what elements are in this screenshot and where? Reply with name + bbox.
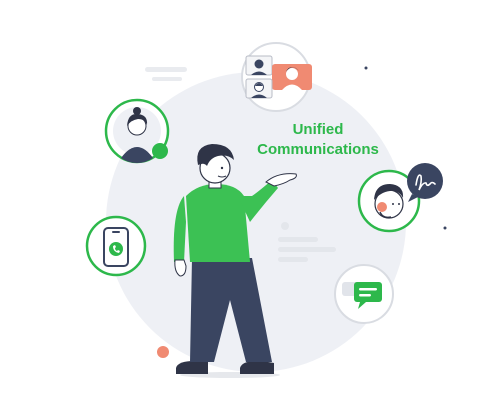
headline: Unified Communications	[233, 120, 403, 160]
decor-bar	[278, 247, 336, 252]
contact-avatar-icon	[104, 98, 170, 164]
chat-message-icon	[334, 264, 394, 324]
headline-line-2: Communications	[257, 141, 379, 158]
support-agent-icon	[357, 169, 421, 233]
decor-bar	[145, 67, 187, 72]
decor-dot	[281, 222, 289, 230]
decor-bar	[278, 237, 318, 242]
decor-dot-coral	[157, 346, 169, 358]
person-figure	[173, 144, 297, 378]
decor-dot	[443, 226, 447, 230]
decor-dot	[364, 66, 368, 70]
headline-line-1: Unified	[292, 121, 344, 138]
decor-bar	[278, 257, 308, 262]
video-call-icon	[241, 42, 312, 112]
decor-bar	[152, 77, 182, 81]
signature-icon	[407, 163, 443, 202]
phone-icon	[85, 215, 147, 277]
backdrop-circle	[106, 72, 406, 372]
